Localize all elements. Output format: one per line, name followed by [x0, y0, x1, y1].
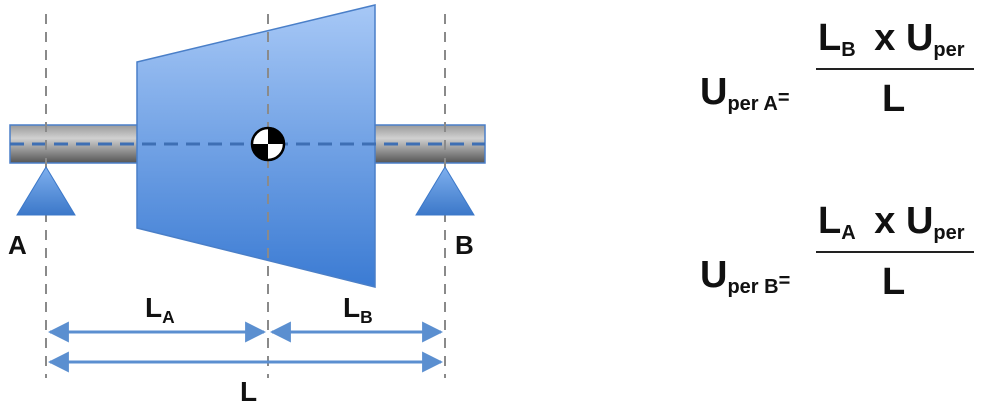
formula-upper-a: Uper A= LB x Uper L — [700, 15, 998, 165]
dimension-label-lb: LB — [343, 292, 373, 327]
formula-a-denominator: L — [882, 78, 906, 120]
formula-upper-b: Uper B= LA x Uper L — [700, 198, 998, 348]
formula-a-fraction-bar — [816, 68, 974, 70]
formula-b-fraction-bar — [816, 251, 974, 253]
support-a-label: A — [8, 230, 27, 260]
formula-b-denominator: L — [882, 261, 906, 303]
formula-b-lhs: Uper B= — [700, 254, 791, 299]
support-b-triangle — [415, 166, 475, 216]
formula-b-numerator: LA x Uper — [818, 200, 965, 245]
support-a-triangle — [16, 166, 76, 216]
formula-a-numerator: LB x Uper — [818, 17, 965, 62]
dimension-label-la: LA — [145, 292, 175, 327]
center-of-gravity-icon — [250, 126, 286, 162]
dimension-label-l: L — [240, 376, 258, 407]
support-b-label: B — [455, 230, 474, 260]
formula-a-lhs: Uper A= — [700, 71, 790, 116]
